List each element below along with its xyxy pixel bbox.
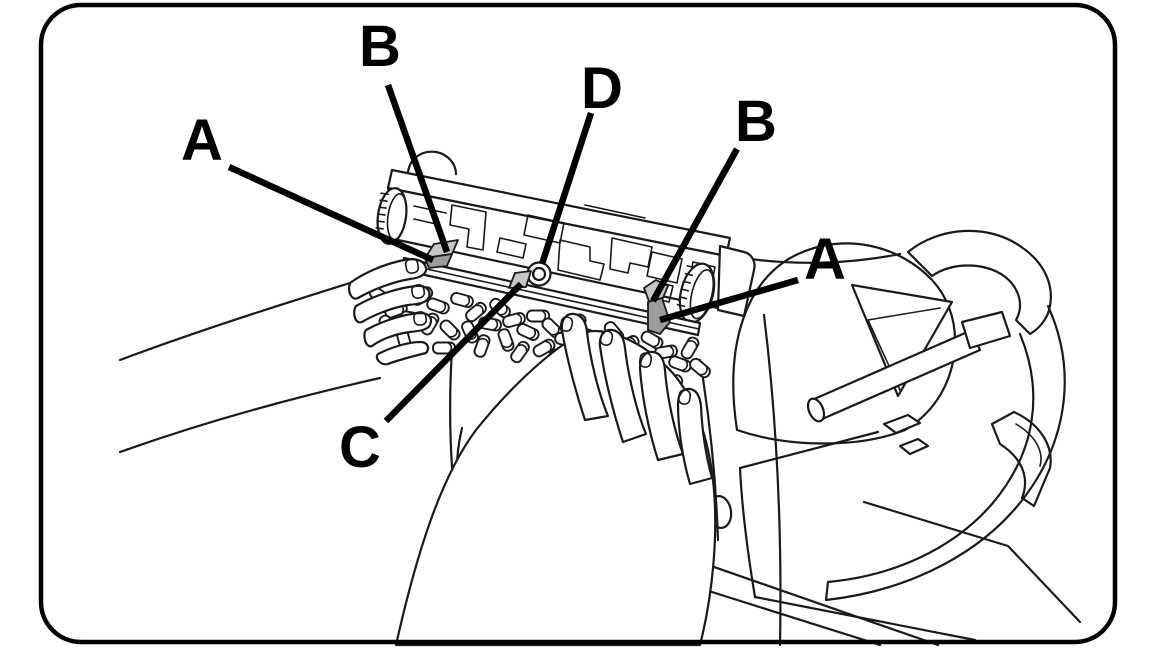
right-hand [394, 312, 717, 647]
left-hand [118, 258, 433, 454]
border-frame [38, 2, 1118, 645]
callout-line-b-right [650, 147, 740, 303]
callout-label-a-left: A [181, 108, 223, 173]
callout-label-b-right: B [735, 89, 777, 154]
callout-line-c [383, 281, 524, 424]
axle-rod [806, 310, 1012, 423]
callout-label-a-right: A [804, 227, 846, 292]
callout-label-b-left: B [359, 14, 401, 79]
callout-label-d: D [581, 56, 623, 121]
hose-arm [824, 304, 1066, 602]
callout-line-d [538, 111, 595, 266]
callout-line-a-left [227, 164, 435, 263]
callout-label-c: C [339, 415, 381, 480]
callout-line-a-right [659, 276, 799, 324]
base-chassis [738, 413, 1082, 642]
callouts-layer: A B D B A C [181, 14, 846, 480]
top-crest [906, 229, 1052, 336]
tab-left [424, 239, 459, 269]
left-belt-pulley [374, 187, 408, 245]
callout-line-b-left [384, 83, 451, 254]
